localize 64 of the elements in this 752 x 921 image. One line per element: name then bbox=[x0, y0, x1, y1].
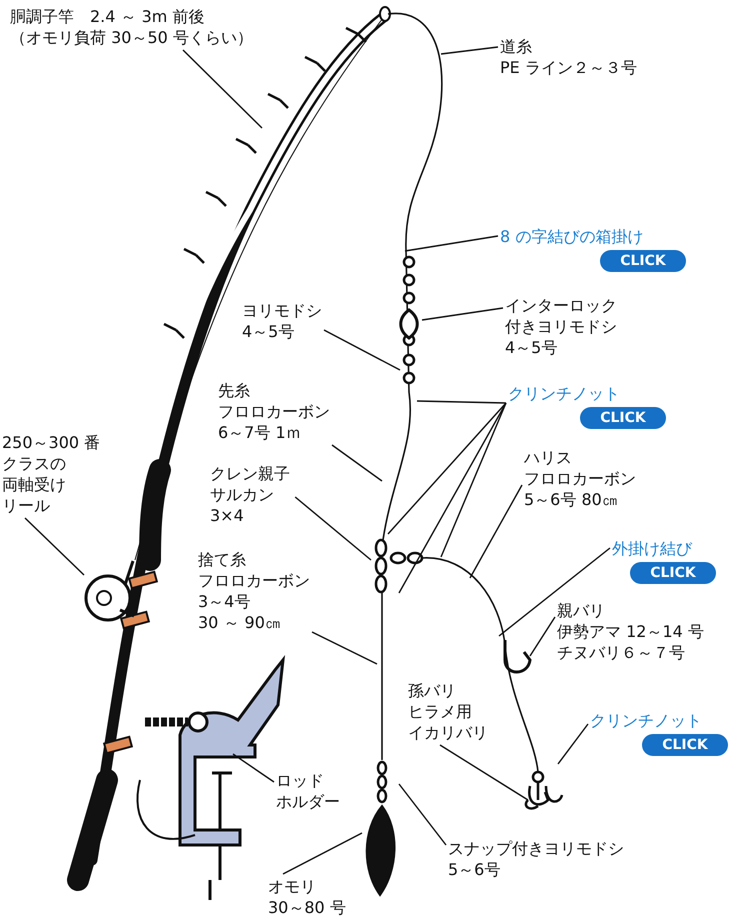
spec-text: ホルダー bbox=[276, 791, 340, 812]
leader-line bbox=[440, 402, 507, 558]
part-name: ハリス bbox=[524, 447, 572, 468]
part-name: インターロック付きヨリモドシ bbox=[505, 295, 618, 337]
spec-text: クラスの両軸受けリール bbox=[2, 453, 67, 516]
spec-text: フロロカーボン bbox=[198, 570, 310, 591]
leader-line bbox=[332, 444, 382, 482]
leader-line bbox=[398, 784, 447, 846]
click-button: CLICK bbox=[630, 562, 716, 584]
spec-text: PE ライン２～３号 bbox=[500, 57, 637, 78]
leader-line bbox=[398, 402, 507, 594]
leader-line bbox=[422, 307, 504, 321]
leader-line bbox=[416, 400, 506, 404]
spec-text: 4～5号 bbox=[242, 321, 294, 342]
spec-text: イカリバリ bbox=[408, 722, 488, 743]
knot-link-text: クリンチノット bbox=[590, 710, 702, 731]
leader-line bbox=[232, 753, 274, 783]
click-button: CLICK bbox=[642, 734, 728, 756]
leader-line bbox=[440, 744, 528, 801]
leader-line bbox=[24, 518, 84, 576]
spec-text: （オモリ負荷 30～50 号くらい） bbox=[10, 27, 253, 48]
leader-line bbox=[324, 329, 400, 371]
part-name: 先糸 bbox=[218, 380, 250, 401]
knot-link-text: クリンチノット bbox=[508, 383, 620, 404]
spec-text: 伊勢アマ 12～14 号 bbox=[557, 621, 704, 642]
spec-text: 3～4号 bbox=[198, 591, 250, 612]
part-name: 捨て糸 bbox=[198, 549, 246, 570]
spec-text: ヒラメ用 bbox=[408, 701, 472, 722]
spec-text: フロロカーボン bbox=[218, 401, 330, 422]
spec-text: 30～80 号 bbox=[268, 897, 346, 918]
leader-line bbox=[182, 50, 262, 128]
part-name: 胴調子竿 2.4 ～ 3m 前後 bbox=[10, 6, 204, 27]
part-name: 孫バリ bbox=[408, 680, 456, 701]
click-button: CLICK bbox=[600, 250, 686, 272]
spec-text: 5～6号 bbox=[448, 859, 500, 880]
part-name: クレン親子サルカン bbox=[210, 463, 291, 505]
part-name: オモリ bbox=[268, 876, 316, 897]
knot-link-text: 外掛け結び bbox=[612, 538, 692, 559]
leader-line bbox=[529, 616, 556, 656]
part-name: ヨリモドシ bbox=[242, 300, 322, 321]
part-name: 道糸 bbox=[500, 36, 532, 57]
spec-text: 5～6号 80㎝ bbox=[524, 489, 618, 510]
leader-line bbox=[557, 724, 589, 764]
knot-link-text: 8 の字結びの箱掛け bbox=[500, 226, 644, 247]
spec-text: フロロカーボン bbox=[524, 468, 636, 489]
leader-line bbox=[312, 631, 378, 665]
leader-line bbox=[469, 484, 523, 578]
leader-line bbox=[440, 46, 498, 55]
spec-text: 6～7号 1ｍ bbox=[218, 422, 302, 443]
click-button: CLICK bbox=[580, 407, 666, 429]
part-name: ロッド bbox=[276, 770, 324, 791]
part-name: 250～300 番 bbox=[2, 432, 100, 453]
reel-drawing bbox=[84, 560, 136, 622]
spec-text: チヌバリ６～７号 bbox=[557, 642, 685, 663]
part-name: 親バリ bbox=[557, 600, 605, 621]
leader-line bbox=[282, 832, 362, 875]
spec-text: 4～5号 bbox=[505, 337, 558, 358]
spec-text: 30 ～ 90㎝ bbox=[198, 612, 281, 633]
leader-line bbox=[294, 496, 372, 561]
leader-line bbox=[404, 235, 498, 252]
leader-line bbox=[387, 402, 507, 534]
spec-text: 3×4 bbox=[210, 505, 244, 526]
leader-line bbox=[498, 547, 610, 637]
part-name: スナップ付きヨリモドシ bbox=[448, 838, 624, 859]
